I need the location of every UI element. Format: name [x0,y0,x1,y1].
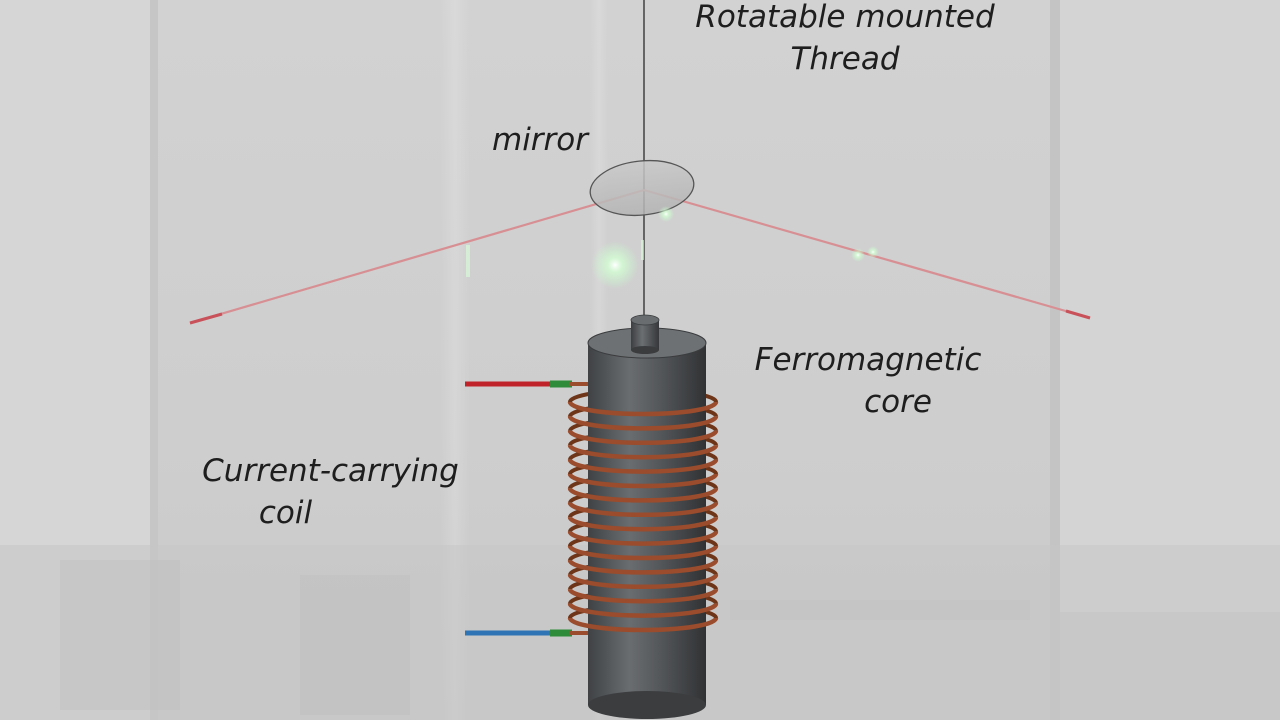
mirror-disc [589,159,695,217]
coil-turn-front [567,502,719,518]
coil-turn-front [567,559,719,575]
coil-turn-front [567,530,719,546]
mirror-label: mirror [492,119,588,161]
coil-turn-front [567,588,719,604]
core-label-line1: Ferromagnetic [754,342,982,378]
coil-turn-front [567,545,719,561]
coil-turn-front [567,602,719,618]
coil-label: Current-carrying coil [198,450,463,534]
core-label: Ferromagnetic core [748,339,988,423]
coil-turn-front [567,401,719,417]
coil-label-line2: coil [258,495,313,531]
coil-front-windings [567,401,719,633]
coil-turn-front [567,473,719,489]
thread-label: Rotatable mounted Thread [690,0,1000,80]
coil-turn-front [567,487,719,503]
coil-turn-front [567,458,719,474]
thread-label-line1: Rotatable mounted [695,0,995,35]
coil-turn-front [567,415,719,431]
light-glow [466,206,879,289]
coil-turn-front [567,444,719,460]
coil-turn-front [567,617,719,633]
core-label-line2: core [864,384,932,420]
thread-label-line2: Thread [790,41,900,77]
coil-turn-front [567,574,719,590]
coil-turn-front [567,430,719,446]
mirror-label-text: mirror [492,122,589,158]
coil-turn-front [567,516,719,532]
laser-beam [189,188,1091,325]
coil-label-line1: Current-carrying [202,453,459,489]
ferromagnetic-core [587,314,707,719]
